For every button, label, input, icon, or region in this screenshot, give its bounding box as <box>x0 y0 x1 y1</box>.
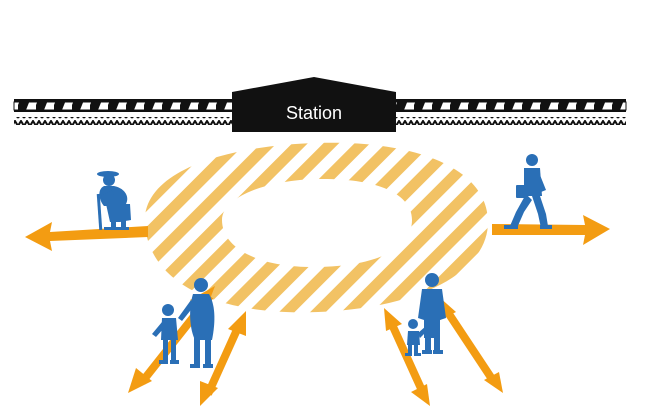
station-building: Station <box>232 77 396 132</box>
rail-bottom-left <box>14 110 234 112</box>
rail-zigzag-right <box>392 117 626 125</box>
elderly-person-with-cane-icon <box>96 171 131 231</box>
rail-ties-right <box>391 101 627 111</box>
movement-arrows <box>25 215 610 406</box>
arrow-bottom-right-inner <box>384 308 430 406</box>
rail-bottom-right <box>392 110 626 112</box>
parent-and-child-icon-right <box>405 273 446 356</box>
arrow-right <box>492 215 610 245</box>
arrow-bottom-right-outer <box>438 296 503 393</box>
rail-top-left <box>14 99 234 102</box>
parent-and-child-icon-left <box>152 278 215 368</box>
arrow-left <box>25 222 148 251</box>
station-label: Station <box>286 103 342 123</box>
station-plaza-ring <box>144 142 488 313</box>
rail-top-right <box>392 99 626 102</box>
rail-ties-left <box>13 101 235 111</box>
station-roof <box>232 77 396 132</box>
walking-businessman-icon <box>504 154 552 229</box>
arrow-bottom-left-inner <box>200 311 246 406</box>
rail-zigzag-left <box>14 117 234 125</box>
railway-track <box>13 99 627 125</box>
